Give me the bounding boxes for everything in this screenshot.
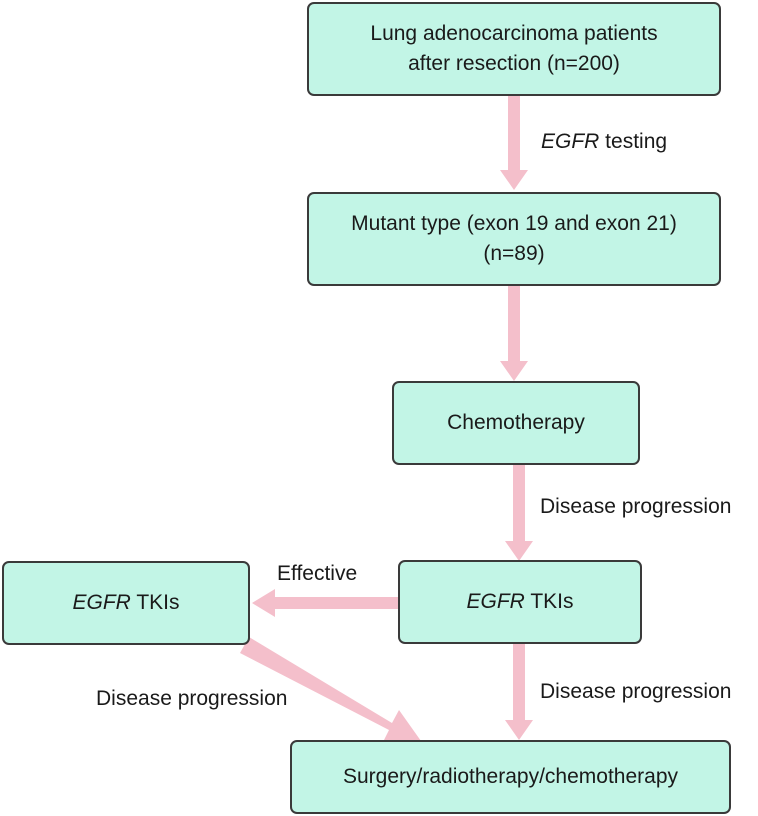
effective-label: Effective (277, 562, 358, 585)
final-treatment-label: Surgery/radiotherapy/chemotherapy (342, 765, 678, 788)
testing-gene-name: EGFR (541, 130, 600, 153)
egfr-tki-side-box: EGFR TKIs (2, 561, 250, 645)
disease-progression-label-2: Disease progression (96, 687, 288, 710)
tki-text: TKIs (524, 590, 574, 613)
egfr-gene-name: EGFR (466, 590, 525, 613)
arrow-chemo-to-tki (505, 464, 533, 561)
patients-line-2: after resection (n=200) (408, 52, 620, 75)
mutant-line-2: (n=89) (483, 242, 545, 265)
testing-text: testing (599, 130, 668, 153)
egfr-side-gene-name: EGFR (72, 591, 131, 614)
patients-box: Lung adenocarcinoma patients after resec… (307, 2, 721, 96)
tki-side-text: TKIs (130, 591, 180, 614)
arrow-mutant-to-chemo (500, 285, 528, 381)
mutant-line-1: Mutant type (exon 19 and exon 21) (351, 212, 677, 235)
chemotherapy-label: Chemotherapy (447, 411, 585, 434)
chemotherapy-box: Chemotherapy (392, 381, 640, 465)
patients-line-1: Lung adenocarcinoma patients (370, 22, 658, 45)
mutant-type-box: Mutant type (exon 19 and exon 21) (n=89) (307, 192, 721, 286)
egfr-testing-label: EGFR testing (541, 129, 667, 155)
final-treatment-box: Surgery/radiotherapy/chemotherapy (290, 740, 731, 814)
disease-progression-label-1: Disease progression (540, 495, 732, 518)
egfr-tki-label: EGFR TKIs (467, 587, 574, 617)
disease-progression-label-3: Disease progression (540, 680, 732, 703)
egfr-tki-side-label: EGFR TKIs (73, 588, 180, 618)
arrow-tki-to-tki-side (252, 589, 398, 617)
egfr-tki-box: EGFR TKIs (398, 560, 642, 644)
arrow-patients-to-mutant (500, 95, 528, 190)
arrow-tki-to-final (505, 643, 533, 740)
arrow-tki-side-to-final (240, 637, 421, 744)
